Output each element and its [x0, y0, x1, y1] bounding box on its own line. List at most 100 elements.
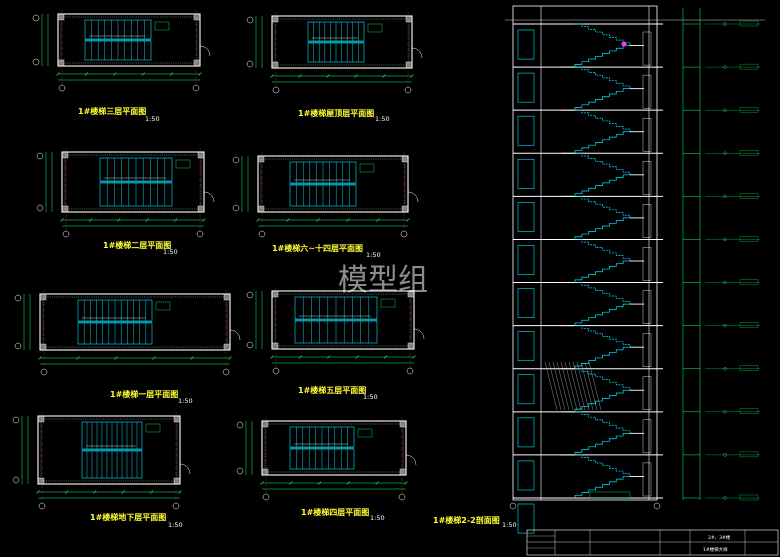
dimension-tick — [198, 72, 202, 76]
dimension-tick — [289, 481, 293, 485]
plan-outer-wall — [257, 155, 409, 213]
plan-inner-wall — [264, 423, 404, 473]
dimension-tick — [56, 72, 60, 76]
hatch-line — [588, 361, 602, 411]
plan-inner-wall — [274, 293, 412, 347]
plan-scale-2f: 1:50 — [163, 248, 178, 256]
axis-bubble — [258, 230, 266, 238]
column — [405, 15, 413, 23]
column — [173, 415, 181, 423]
dimension-tick — [113, 72, 117, 76]
door-swing — [229, 329, 241, 341]
stair-run-up — [574, 45, 630, 68]
stair-run-up — [574, 217, 630, 240]
watermark: 模型组 — [338, 263, 428, 298]
column — [257, 205, 265, 213]
axis-bubble — [14, 294, 22, 302]
column — [57, 13, 65, 21]
plan-title-basement: 1#楼梯地下层平面图 — [90, 512, 166, 522]
dimension-tick — [121, 490, 125, 494]
column — [223, 293, 231, 301]
plan-title-6-14f: 1#楼梯六~十四层平面图 — [272, 243, 363, 253]
dimension-tick — [38, 356, 42, 360]
plan-outer-wall — [57, 13, 201, 67]
column — [61, 205, 69, 213]
axis-bubble — [272, 367, 280, 375]
door-opening — [642, 290, 652, 324]
plan-inner-wall — [274, 18, 410, 66]
dimension-tick — [410, 74, 414, 78]
section-hatch-ground — [544, 361, 602, 411]
dimension-tick — [202, 218, 206, 222]
axis-bubble — [404, 86, 412, 94]
note-box — [380, 298, 396, 308]
column — [271, 290, 279, 298]
dimension-tick — [326, 74, 330, 78]
dimension-tick — [152, 356, 156, 360]
axis-bubble — [232, 156, 240, 164]
axis-bubble — [36, 152, 44, 160]
window-opening — [517, 245, 535, 275]
stair-plan-2 — [36, 148, 215, 238]
column — [271, 342, 279, 350]
door-opening — [642, 333, 652, 367]
door-opening — [642, 74, 652, 109]
dimension-tick — [355, 355, 359, 359]
dimension-tick — [190, 356, 194, 360]
dimension-tick — [327, 355, 331, 359]
level-tag — [739, 193, 759, 199]
stair-plan-6 — [12, 412, 191, 510]
dimension-tick — [316, 218, 320, 222]
window-opening — [517, 288, 535, 318]
window-opening — [517, 374, 535, 405]
plan-outer-wall — [39, 293, 231, 351]
dimension-tick — [228, 356, 232, 360]
plan-outer-wall — [61, 151, 205, 213]
axis-bubble — [40, 368, 48, 376]
column — [39, 343, 47, 351]
door-opening — [642, 376, 652, 411]
level-tag — [739, 365, 759, 371]
axis-bubble — [12, 476, 20, 484]
hatch-line — [584, 361, 598, 411]
level-tag — [739, 322, 759, 328]
title-block-project: 2#、3#楼 — [708, 534, 731, 541]
window-opening — [517, 158, 535, 189]
hatch-line — [544, 361, 558, 411]
plans-layer — [12, 10, 425, 510]
note-box — [357, 428, 373, 438]
axis-bubble — [236, 421, 244, 429]
stair-plan-5 — [246, 287, 425, 375]
column — [271, 61, 279, 69]
door-opening — [642, 117, 652, 152]
axis-bubble — [196, 230, 204, 238]
dimension-tick — [145, 218, 149, 222]
axis-bubble — [232, 204, 240, 212]
dimension-tick — [298, 74, 302, 78]
stair-plan-4 — [14, 290, 241, 376]
axis-bubble — [38, 502, 46, 510]
column — [173, 477, 181, 485]
stair-plan-3 — [232, 152, 419, 238]
column — [61, 151, 69, 159]
door-opening — [642, 462, 652, 497]
plan-title-4f: 1#楼梯四层平面图 — [301, 507, 369, 517]
plan-outer-wall — [271, 290, 415, 350]
note-box — [155, 301, 171, 311]
window-opening — [517, 72, 535, 103]
note-box — [367, 23, 383, 33]
plan-scale-4f: 1:50 — [370, 514, 385, 522]
dimension-tick — [60, 218, 64, 222]
column — [261, 420, 269, 428]
level-tag — [739, 451, 759, 458]
column — [401, 205, 409, 213]
dimension-tick — [169, 72, 174, 76]
plan-inner-wall — [64, 154, 202, 210]
door-opening — [642, 247, 652, 281]
axis-bubble — [172, 502, 180, 510]
dimension-tick — [173, 218, 178, 222]
column — [261, 468, 269, 476]
section-bottom-tag — [589, 491, 631, 499]
